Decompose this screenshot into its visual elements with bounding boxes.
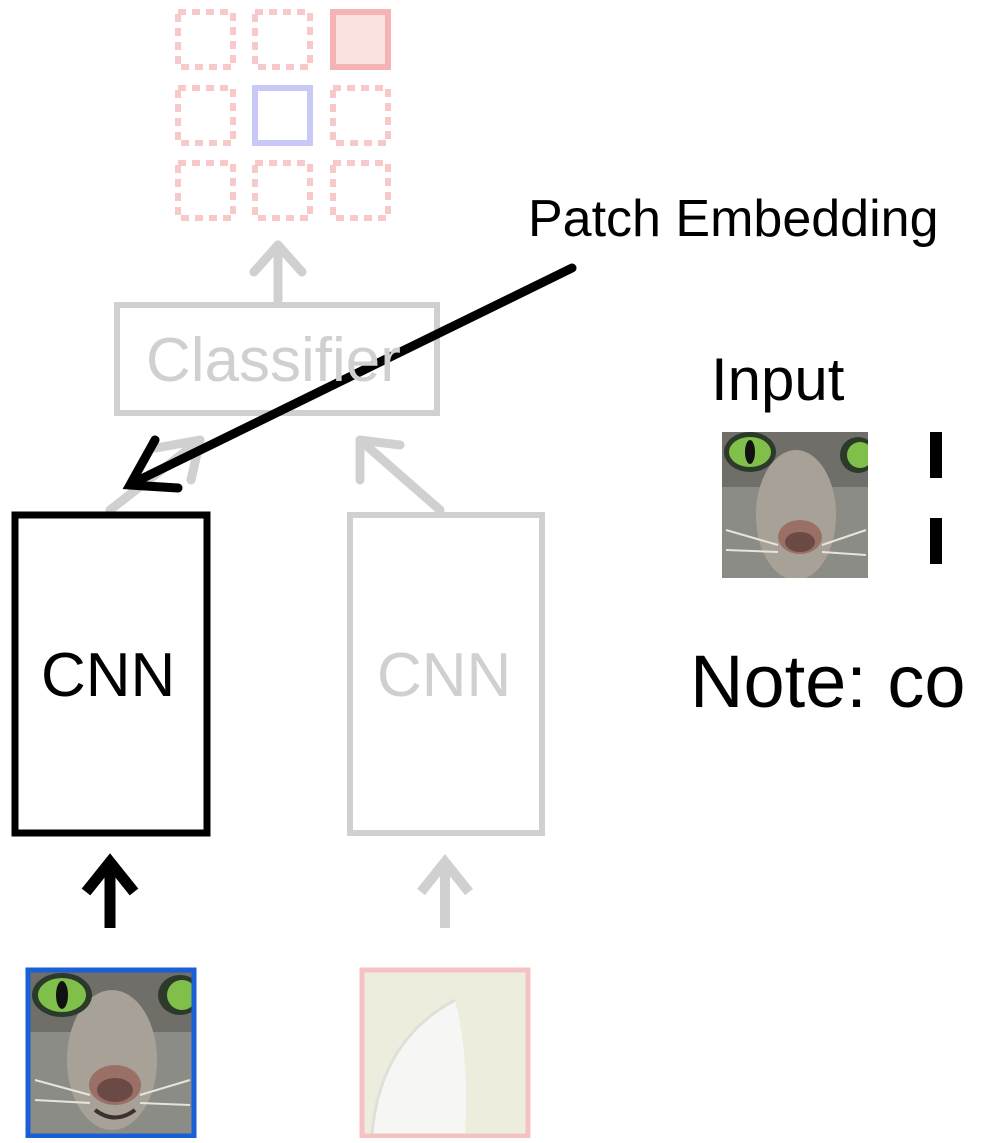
- note-text: Note: co: [690, 640, 966, 723]
- classifier-to-grid-arrow: [249, 240, 307, 305]
- cat-patch-active-border: [25, 967, 197, 1139]
- grid-cell-0-0: [175, 9, 236, 70]
- cnn-box-active: [11, 511, 211, 837]
- grid-cell-0-2: [330, 9, 391, 70]
- output-grid: [175, 9, 391, 221]
- cnn-active-label: CNN: [41, 641, 176, 710]
- cat-patch-active: [30, 972, 192, 1134]
- patch-embedding-label: Patch Embedding: [528, 190, 939, 248]
- ear-patch-faded: [363, 972, 527, 1134]
- grid-cell-2-2: [330, 160, 391, 221]
- cnn-box-faded: [347, 512, 545, 836]
- grid-cell-1-0: [175, 85, 236, 146]
- classifier-label: Classifier: [146, 326, 401, 395]
- cnn-to-classifier-arrows: [105, 435, 445, 515]
- grid-cell-1-1: [252, 85, 313, 146]
- grid-cell-2-1: [252, 160, 313, 221]
- grid-cell-0-1: [252, 9, 313, 70]
- input-thumbnail: [722, 432, 868, 578]
- vertical-dash-marker: [930, 432, 942, 564]
- input-arrow-faded: [417, 853, 473, 928]
- patch-embedding-arrow: [122, 263, 577, 493]
- grid-cell-2-0: [175, 160, 236, 221]
- cnn-faded-label: CNN: [377, 641, 512, 710]
- input-arrow-active: [81, 853, 139, 928]
- ear-patch-faded-border: [359, 967, 531, 1139]
- grid-cell-1-2: [330, 85, 391, 146]
- input-label: Input: [711, 346, 845, 413]
